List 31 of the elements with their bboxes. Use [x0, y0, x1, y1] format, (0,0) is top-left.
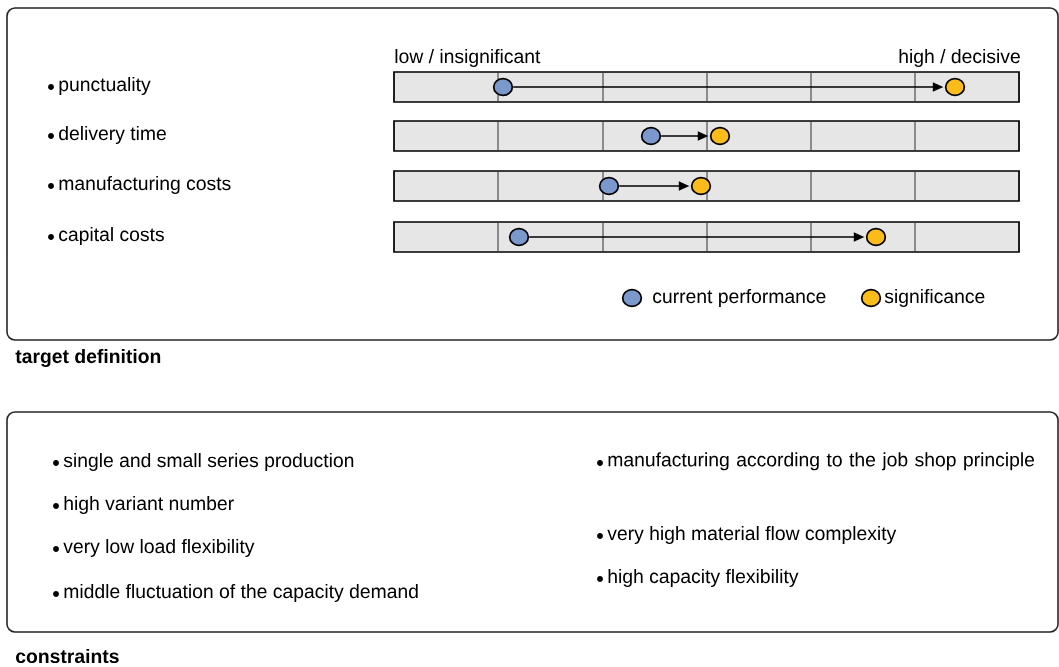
- circle-marker: [690, 176, 712, 196]
- list-item: middle fluctuation of the capacity demand: [53, 584, 418, 602]
- list-item: capital costs: [48, 227, 164, 245]
- panel-heading: target definition: [15, 348, 161, 368]
- scale-label: low / insignificant: [395, 49, 541, 67]
- circle-marker: [709, 126, 731, 146]
- list-item: manufacturing costs: [48, 176, 231, 194]
- list-item: very high material flow complexity: [597, 526, 897, 544]
- panel: [6, 7, 1059, 341]
- panel-heading: constraints: [16, 648, 119, 664]
- circle-marker: [508, 227, 530, 247]
- legend-label: current performance: [653, 289, 826, 307]
- scale-bar: [393, 170, 1020, 202]
- panel: [6, 411, 1059, 633]
- list-item: high variant number: [53, 496, 234, 514]
- list-item: delivery time: [48, 126, 166, 144]
- circle-marker: [598, 176, 620, 196]
- list-item: punctuality: [48, 77, 151, 95]
- circle-marker: [944, 77, 966, 97]
- scale-bar: [393, 221, 1020, 253]
- list-item: single and small series production: [53, 453, 354, 471]
- list-item: manufacturing according to the job shop principle: [597, 452, 1035, 471]
- circle-marker: [492, 77, 514, 97]
- circle-marker: [640, 126, 662, 146]
- circle-marker: [865, 227, 887, 247]
- list-item: very low load flexibility: [53, 539, 255, 557]
- scale-bar: [393, 120, 1020, 152]
- legend-label: significance: [884, 289, 985, 307]
- scale-label: high / decisive: [899, 49, 1020, 67]
- scale-bar: [393, 71, 1020, 103]
- list-item: high capacity flexibility: [597, 569, 799, 587]
